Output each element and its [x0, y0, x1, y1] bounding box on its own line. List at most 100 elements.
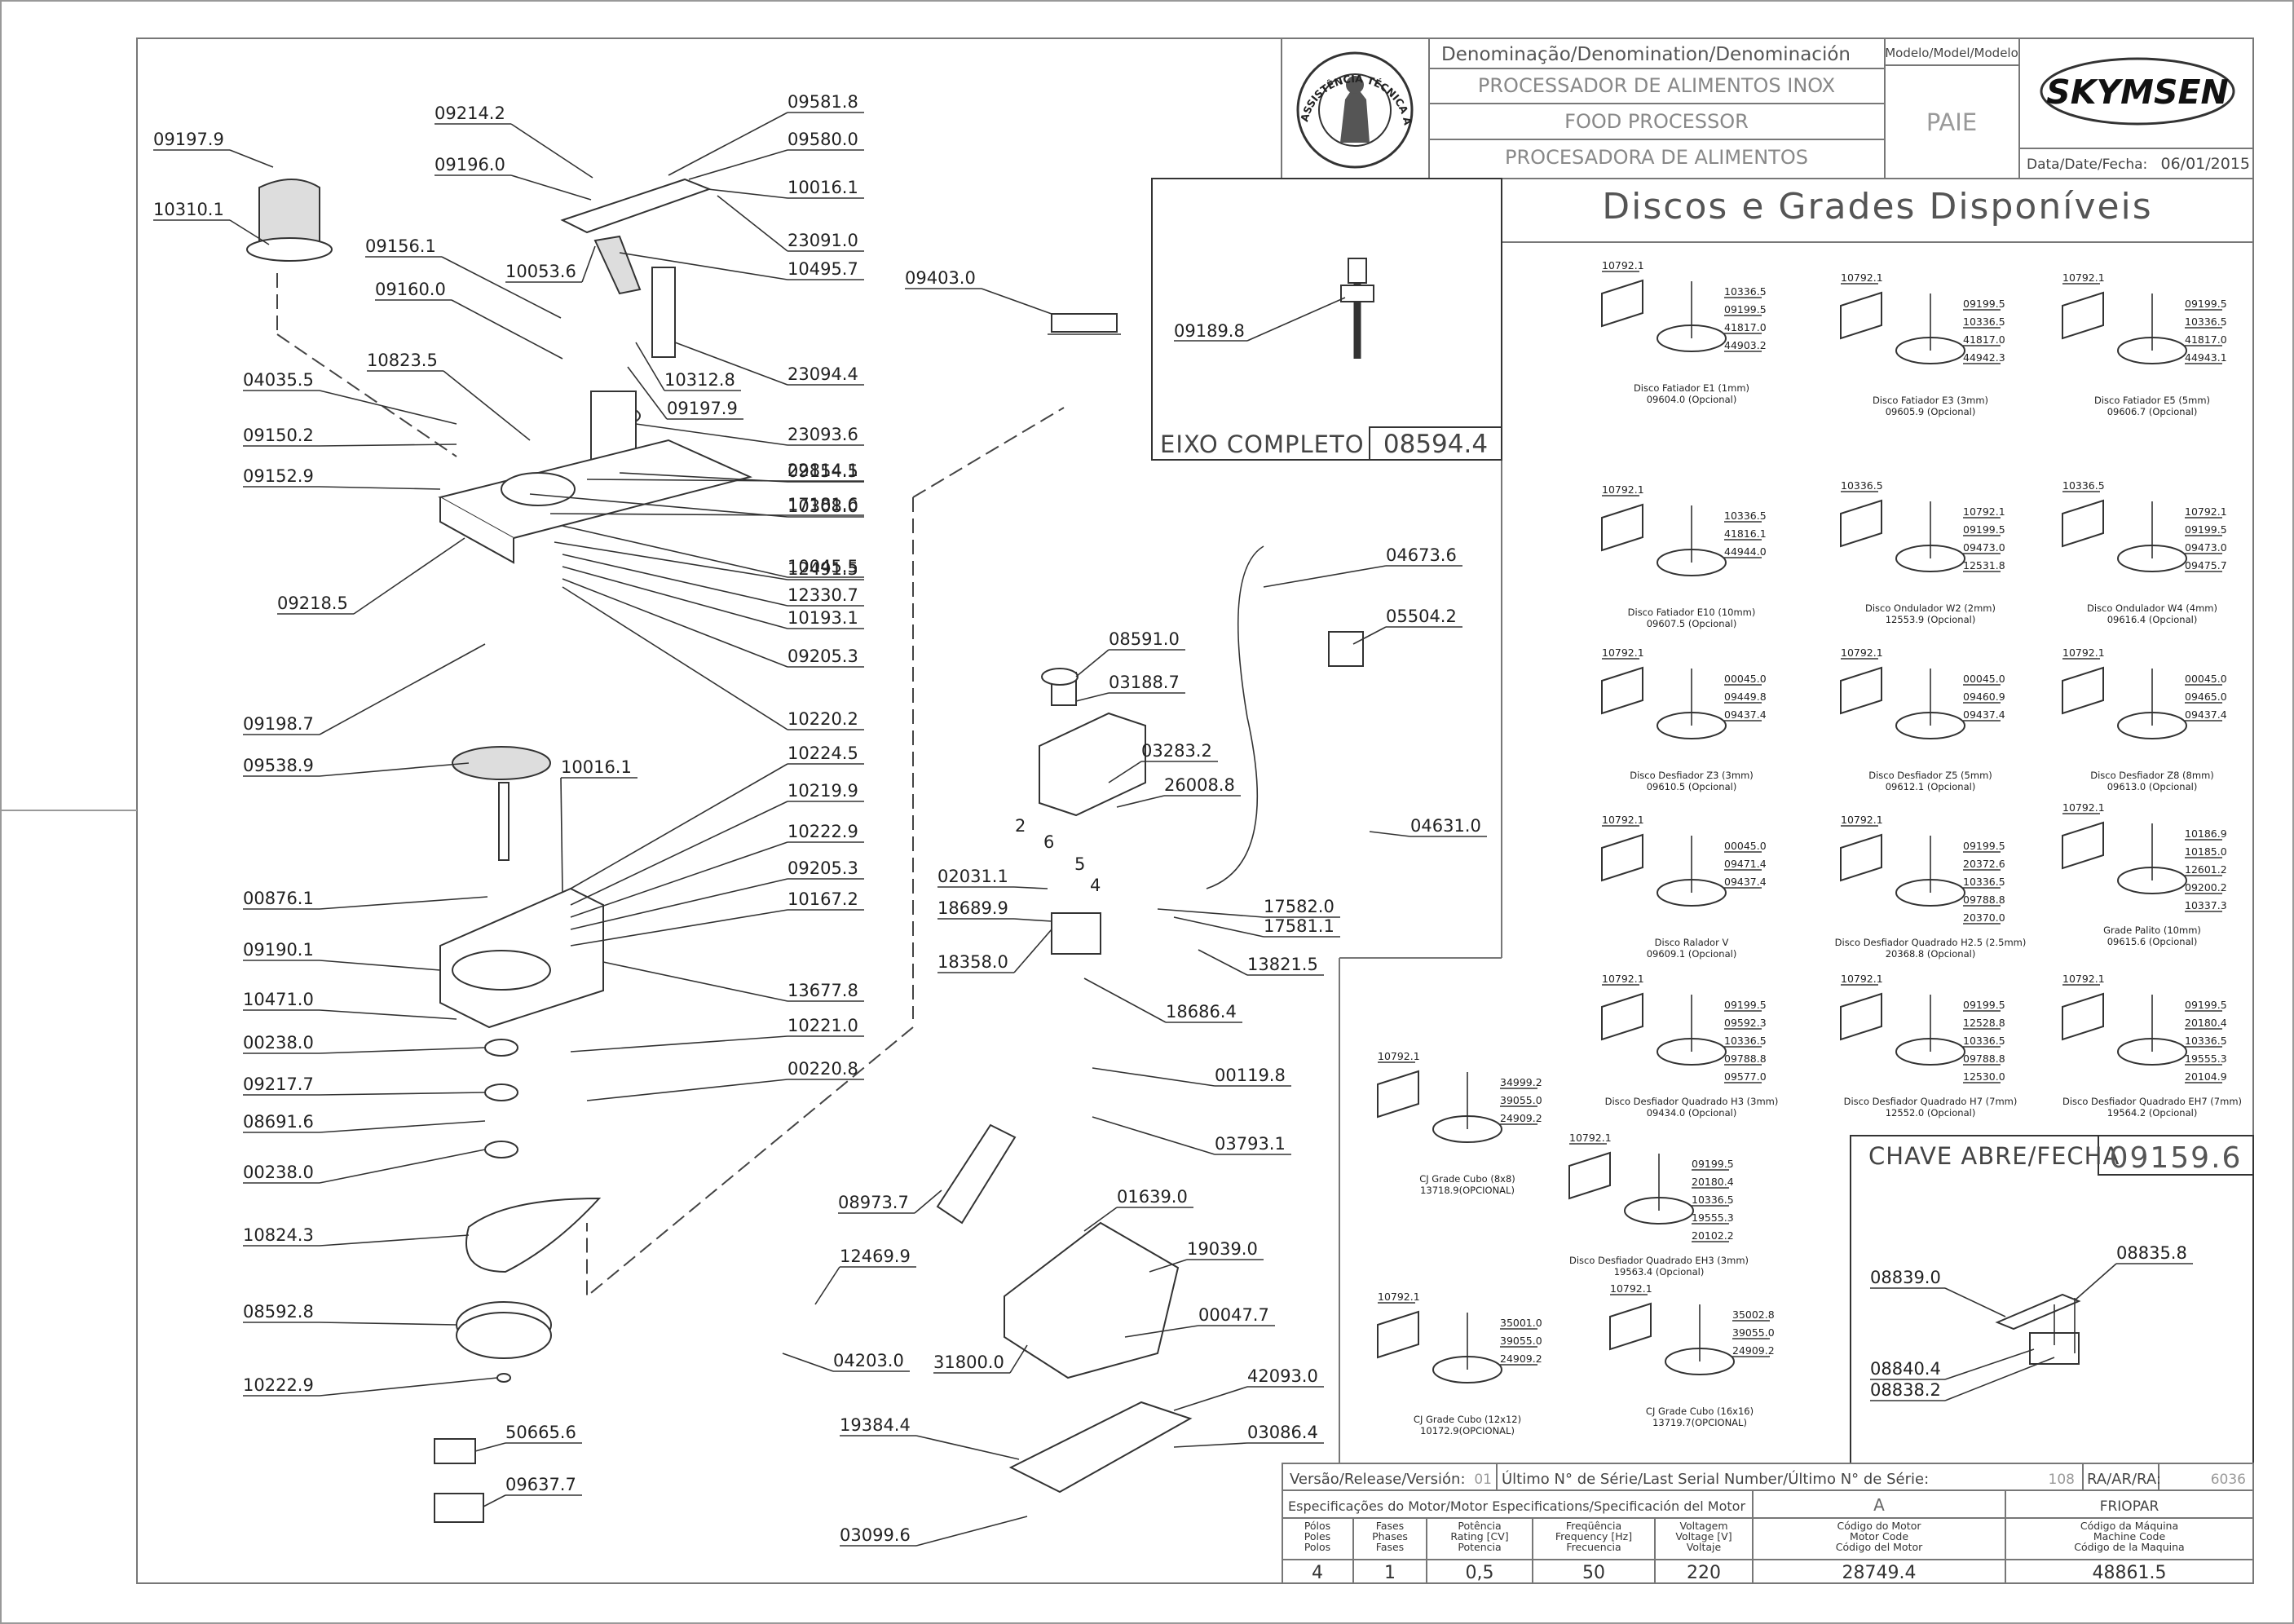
disc-part-number: 09471.4 — [1724, 858, 1767, 870]
pusher-icon — [1840, 499, 1882, 548]
disc-part-number: 20370.0 — [1963, 911, 2005, 924]
pusher-icon — [2062, 821, 2104, 870]
disc-part-number: 10336.5 — [1724, 510, 1767, 522]
serial-label: Último N° de Série/Last Serial Number/Úl… — [1502, 1470, 1929, 1488]
ra-label: RA/AR/RA: — [2087, 1471, 2161, 1488]
callout-leader — [570, 763, 788, 889]
disc-part-number: 09788.8 — [1963, 1053, 2005, 1065]
callout-leader — [1013, 929, 1052, 973]
main-part-callouts: 09197.910310.104035.509150.209152.909218… — [153, 92, 1487, 1547]
callout-leader — [915, 1516, 1028, 1547]
callout-leader — [319, 896, 488, 910]
disc-part-number: 10792.1 — [1569, 1132, 1612, 1144]
spec-value: 28749.4 — [1842, 1563, 1917, 1583]
callout-leader — [619, 252, 788, 280]
disc-part-number: 10792.1 — [1602, 814, 1644, 826]
spec-label: Voltage [V] — [1675, 1530, 1732, 1542]
pusher-icon — [1601, 992, 1643, 1041]
part-callout-02031-1: 02031.1 — [937, 867, 1008, 886]
callout-leader — [914, 1189, 942, 1214]
part-callout-05504-2: 05504.2 — [1386, 607, 1457, 626]
denomination-header: Denominação/Denomination/Denominación — [1441, 44, 1851, 65]
callout-leader — [443, 370, 531, 441]
disc-part-number: 09788.8 — [1963, 894, 2005, 906]
part-callout-03793-1: 03793.1 — [1215, 1134, 1286, 1154]
disc-part-number: 09199.5 — [2185, 298, 2227, 310]
spec-label: Potência — [1458, 1520, 1501, 1532]
disc-part-number: 41817.0 — [1963, 333, 2005, 346]
disc-part-number: 09592.3 — [1724, 1017, 1767, 1029]
model-header: Modelo/Model/Modelo — [1885, 46, 2018, 60]
disc-code: 20368.8 (Opcional) — [1886, 948, 1976, 960]
part-callout-10824-3: 10824.3 — [243, 1225, 314, 1245]
disc-part-number: 44942.3 — [1963, 351, 2005, 364]
callout-leader — [319, 762, 470, 777]
callout-leader — [570, 878, 788, 930]
disc-part-number: 09200.2 — [2185, 881, 2227, 894]
callout-leader — [1198, 949, 1248, 976]
part-callout-10471-0: 10471.0 — [243, 990, 314, 1009]
disc-part-number: 12531.8 — [1963, 559, 2005, 571]
spec-label: Fases — [1376, 1520, 1404, 1532]
callout-leader — [627, 366, 668, 420]
disc-part-number: 20102.2 — [1692, 1229, 1734, 1242]
disc-part-number: 09473.0 — [2185, 541, 2227, 554]
part-callout-10495-7: 10495.7 — [787, 259, 858, 279]
disc-part-number: 00045.0 — [1724, 673, 1767, 685]
part-callout-10823-5: 10823.5 — [367, 351, 438, 370]
disc-part-number: 09788.8 — [1724, 1053, 1767, 1065]
disc-part-number: 09475.7 — [2185, 559, 2227, 571]
disc-code: 09609.1 (Opcional) — [1647, 948, 1737, 960]
part-callout-13821-5: 13821.5 — [1247, 955, 1318, 974]
callout-leader — [483, 1494, 506, 1507]
part-callout-09197-9: 09197.9 — [667, 399, 738, 418]
callout-leader — [586, 1079, 788, 1101]
disc-part-number: 10792.1 — [1602, 647, 1644, 659]
name-pt: PROCESSADOR DE ALIMENTOS INOX — [1478, 74, 1835, 97]
part-callout-23094-4: 23094.4 — [787, 364, 858, 384]
disc-part-number: 10336.5 — [1963, 876, 2005, 888]
part-callout-50665-6: 50665.6 — [505, 1423, 576, 1442]
disc-item: 10792.109199.512528.810336.509788.812530… — [1840, 973, 2017, 1119]
part-callout-04203-0: 04203.0 — [833, 1351, 904, 1370]
part-callout-10310-1: 10310.1 — [153, 200, 224, 219]
disc-part-number: 09437.4 — [1724, 708, 1767, 721]
spec-label: Poles — [1304, 1530, 1330, 1542]
callout-leader — [562, 566, 788, 629]
disc-part-number: 20180.4 — [1692, 1176, 1734, 1188]
callout-leader — [319, 1149, 486, 1184]
chave-label: CHAVE ABRE/FECHA — [1868, 1142, 2120, 1170]
disc-part-number: 10792.1 — [1602, 973, 1644, 985]
pusher-icon — [1377, 1310, 1419, 1359]
callout-leader — [1263, 565, 1387, 588]
callout-leader — [586, 479, 788, 482]
callout-leader — [674, 342, 788, 386]
disc-part-number: 39055.0 — [1500, 1335, 1542, 1347]
part-callout-10193-1: 10193.1 — [787, 608, 858, 628]
disc-item: 10792.110186.910185.012601.209200.210337… — [2062, 801, 2227, 947]
disc-code: 09604.0 (Opcional) — [1647, 394, 1737, 405]
callout-leader — [688, 149, 788, 180]
callout-leader — [1092, 1116, 1215, 1155]
part-callout-13677-8: 13677.8 — [787, 981, 858, 1000]
callout-leader — [529, 493, 788, 518]
part-callout-09580-0: 09580.0 — [787, 130, 858, 149]
spec-label: Código de la Maquina — [2074, 1541, 2184, 1553]
callout-leader — [570, 909, 788, 947]
callout-leader — [319, 1092, 486, 1096]
disc-part-number: 10792.1 — [2062, 801, 2105, 814]
disc-code: 09610.5 (Opcional) — [1647, 781, 1737, 792]
callout-leader — [560, 777, 563, 894]
disc-item: 10336.510792.109199.509473.012531.8Disco… — [1840, 479, 2005, 625]
callout-leader — [1173, 1386, 1248, 1411]
pusher-icon — [1840, 666, 1882, 715]
disc-name: Disco Desfiador Quadrado EH7 (7mm) — [2062, 1096, 2242, 1107]
disc-part-number: 10792.1 — [1841, 647, 1883, 659]
disc-name: CJ Grade Cubo (8x8) — [1419, 1173, 1515, 1185]
spec-label: Fases — [1376, 1541, 1404, 1553]
version-value: 01 — [1474, 1472, 1492, 1488]
callout-leader — [1075, 649, 1110, 677]
disc-part-number: 10336.5 — [2185, 1035, 2227, 1047]
